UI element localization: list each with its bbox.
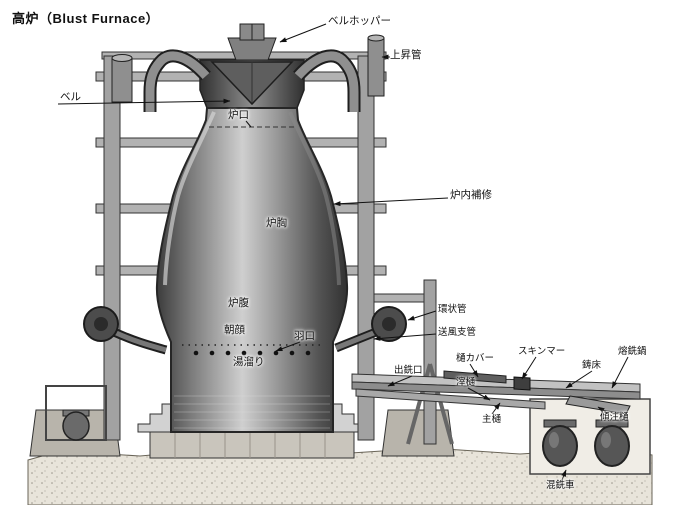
- tuyere-row: [193, 350, 311, 356]
- label-slag-runner: 滓樋: [456, 377, 476, 388]
- uptake-pipes: [111, 34, 385, 112]
- label-bosh: 朝顔: [224, 324, 245, 336]
- diagram-title: 高炉（Blust Furnace）: [12, 11, 160, 26]
- hot-metal-pot-left: [542, 419, 578, 467]
- label-hot-metal-ladle: 熔銑鍋: [618, 346, 647, 357]
- label-throat: 炉口: [228, 109, 249, 121]
- label-hearth-pool: 湯溜り: [233, 356, 265, 368]
- label-main-runner: 主樋: [482, 414, 502, 425]
- label-bustle-pipe: 環状管: [438, 304, 467, 315]
- label-tilting-runner: 傾注樋: [600, 412, 629, 423]
- cast-house: [351, 370, 641, 415]
- label-skimmer: スキンマー: [518, 346, 566, 357]
- label-taphole: 出銑口: [394, 365, 423, 376]
- furnace-body: [155, 107, 349, 433]
- label-blast-branch: 送風支管: [438, 327, 477, 338]
- ground: [27, 447, 653, 505]
- bell-hopper-funnel: [227, 37, 277, 61]
- furnace-interior-marks: [182, 126, 322, 356]
- label-tuyere: 羽口: [294, 330, 315, 342]
- label-uptake-pipe: 上昇管: [390, 49, 422, 61]
- label-furnace-repair: 炉内補修: [450, 189, 492, 201]
- label-bell-hopper: ベルホッパー: [328, 15, 391, 27]
- bustle-pipe-ring: [83, 306, 407, 355]
- label-mixer-car: 混銑車: [546, 480, 575, 491]
- furnace-top: [199, 23, 305, 109]
- leader-lines: [57, 23, 629, 481]
- label-cast-floor: 鋳床: [582, 360, 602, 371]
- tilting-runner-chute: [565, 395, 631, 415]
- label-runner-cover: 樋カバー: [456, 353, 495, 364]
- hot-metal-pot-right: [594, 419, 630, 467]
- label-bell: ベル: [60, 91, 81, 103]
- label-belly: 炉腹: [228, 297, 249, 309]
- uptake-riser: [367, 37, 385, 97]
- label-shaft: 炉胸: [266, 217, 287, 229]
- slag-pot-station: [45, 385, 107, 441]
- casting-pit: [529, 398, 651, 475]
